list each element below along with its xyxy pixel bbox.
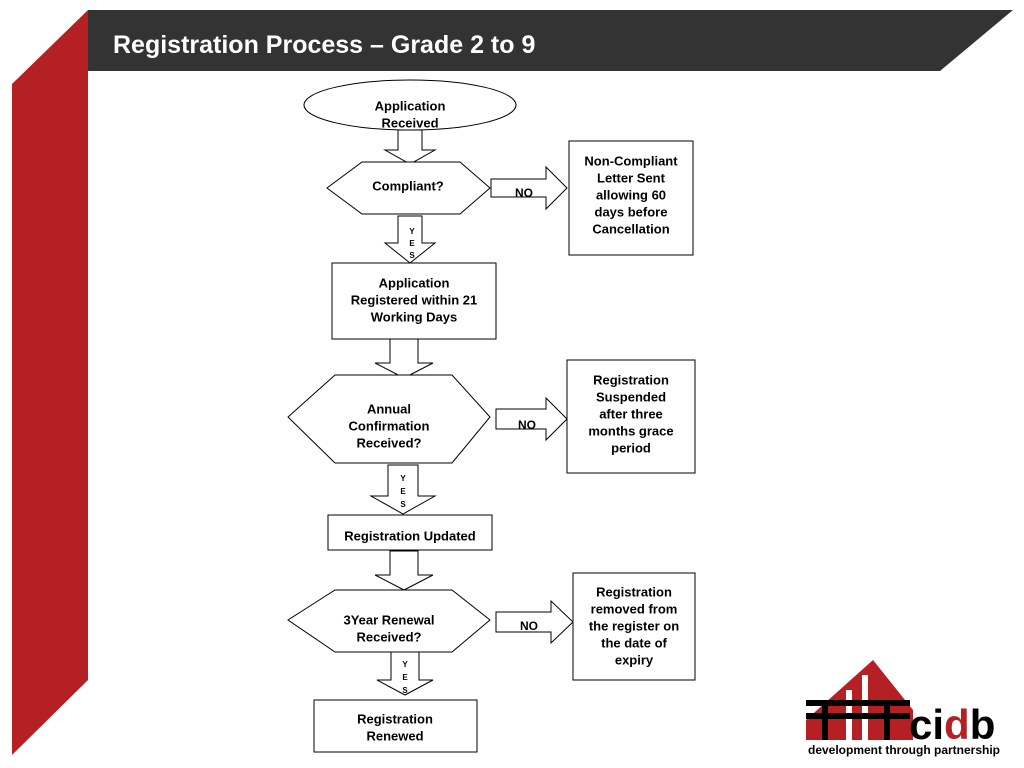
text-line: E	[400, 487, 406, 496]
text-line: days before	[595, 205, 668, 220]
logo-black-bar	[806, 700, 910, 706]
arrow-right-no-3	[495, 599, 574, 645]
text-line: Annual	[367, 402, 411, 417]
registered-box	[331, 262, 497, 340]
logo-black-bar	[806, 713, 910, 719]
text-line: Registration	[596, 585, 672, 600]
text-line: months grace	[588, 424, 673, 439]
text-line: removed from	[591, 602, 678, 617]
logo-letter-d: d	[944, 701, 970, 748]
suspended-box	[566, 359, 696, 474]
text-line: Registration	[357, 712, 433, 727]
text-line: S	[409, 251, 415, 260]
text-line: Cancellation	[592, 222, 669, 237]
logo-black-post	[884, 700, 890, 740]
text-line: Non-Compliant	[584, 154, 678, 169]
left-accent-band	[12, 10, 88, 755]
logo-tagline: development through partnership	[808, 743, 1000, 757]
text-line: the date of	[601, 636, 667, 651]
renewal-no-label: NO	[520, 619, 538, 633]
compliant-decision-shape	[326, 161, 491, 215]
text-line: Received	[381, 116, 438, 131]
logo-letter-c: c	[909, 701, 932, 748]
text-line: Registration	[593, 373, 669, 388]
arrow-right-no-1	[490, 165, 568, 211]
text-line: Registered within 21	[351, 293, 477, 308]
logo-pillar	[862, 675, 868, 740]
updated-label: Registration Updated	[344, 529, 476, 544]
annual-decision-shape	[287, 374, 491, 464]
text-line: E	[402, 673, 408, 682]
logo-black-post	[822, 706, 828, 740]
text-line: Letter Sent	[597, 171, 666, 186]
text-line: after three	[599, 407, 663, 422]
arrow-down-yes-1	[383, 215, 437, 264]
updated-box	[327, 514, 493, 551]
text-line: the register on	[589, 619, 679, 634]
slide-title: Registration Process – Grade 2 to 9	[113, 31, 535, 59]
logo-wordmark: cidb	[909, 701, 995, 748]
logo-letter-b: b	[970, 701, 996, 748]
text-line: Y	[409, 227, 415, 236]
logo-letter-i: i	[932, 701, 944, 748]
arrow-down-2	[374, 338, 434, 379]
text-line: Registration Updated	[344, 529, 476, 544]
text-line: period	[611, 441, 651, 456]
text-line: Received?	[356, 630, 421, 645]
text-line: Y	[402, 660, 408, 669]
text-line: S	[402, 686, 408, 695]
text-line: S	[400, 500, 406, 509]
text-line: Compliant?	[372, 179, 444, 194]
text-line: Renewed	[366, 729, 423, 744]
text-line: Y	[400, 474, 406, 483]
arrow-down-1	[383, 129, 437, 165]
arrow-down-yes-2	[369, 464, 437, 515]
non-compliant-box	[568, 140, 694, 256]
annual-no-label: NO	[518, 418, 536, 432]
renewal-decision-shape	[287, 589, 491, 653]
compliant-decision-label: Compliant?	[372, 179, 444, 194]
text-line: Application	[375, 99, 446, 114]
arrow-right-no-2	[495, 396, 568, 442]
arrow-down-3	[374, 550, 434, 591]
cidb-logo: cidb development through partnership	[806, 660, 1000, 757]
compliant-no-label: NO	[515, 186, 533, 200]
text-line: Working Days	[371, 310, 457, 325]
text-line: Application	[379, 276, 450, 291]
text-line: expiry	[615, 653, 654, 668]
text-line: E	[409, 239, 415, 248]
text-line: allowing 60	[596, 188, 666, 203]
text-line: 3Year Renewal	[343, 613, 434, 628]
text-line: Confirmation	[349, 419, 430, 434]
title-bar	[88, 10, 1013, 71]
arrow-down-yes-3	[376, 651, 434, 696]
removed-label: Registration removed from the register on t…	[589, 585, 679, 668]
text-line: Received?	[356, 436, 421, 451]
removed-box	[572, 572, 696, 681]
renewed-box	[313, 699, 478, 753]
text-line: Suspended	[596, 390, 666, 405]
